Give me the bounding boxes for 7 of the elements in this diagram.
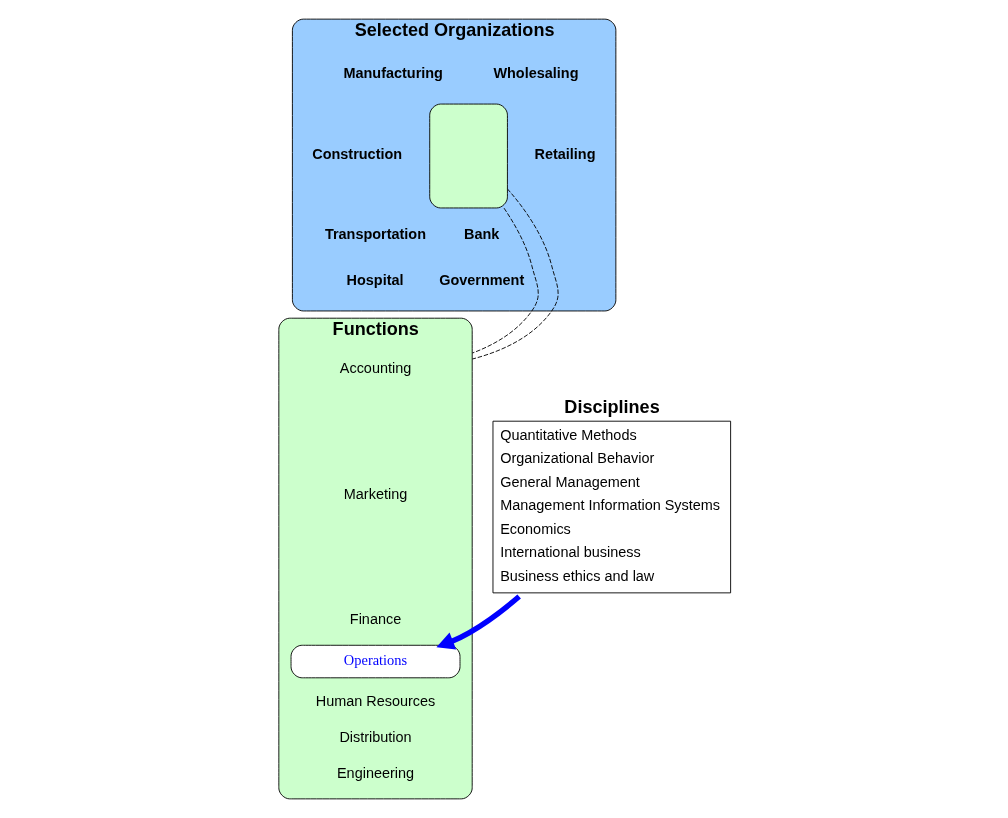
node-box [428,103,508,209]
connector [471,207,539,354]
connector [471,188,559,360]
node-label: Disciplines [563,397,660,418]
cluster: Selected Organizations Manufacturing Wholesaling Construction Retailing Transportation Bank Hospital Government [291,18,616,312]
arrow [435,594,521,650]
node-box: Operations [290,644,460,679]
